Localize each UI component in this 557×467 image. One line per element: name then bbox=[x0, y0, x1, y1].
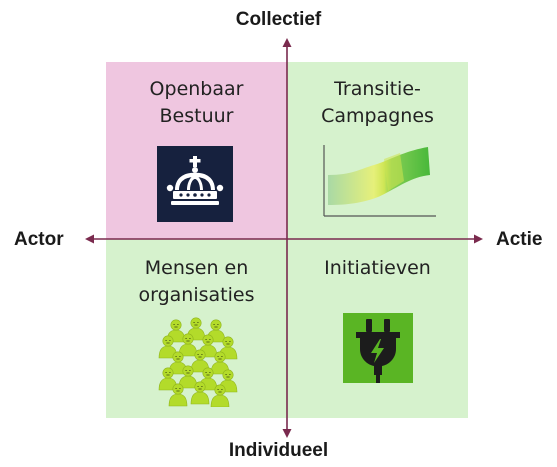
axis-label-actie: Actie bbox=[496, 229, 543, 250]
arrow-right-icon bbox=[474, 234, 483, 244]
axis-label-actor: Actor bbox=[14, 229, 64, 250]
arrow-up-icon bbox=[282, 38, 292, 47]
quadrant-label-openbaar-bestuur: Openbaar Bestuur bbox=[149, 78, 244, 127]
axis-label-individueel: Individueel bbox=[228, 440, 329, 461]
arrow-down-icon bbox=[282, 429, 292, 438]
quadrant-initiatieven: Initiatieven bbox=[287, 239, 468, 418]
quadrant-label-initiatieven: Initiatieven bbox=[324, 257, 431, 279]
s-curve-chart-icon bbox=[312, 145, 440, 223]
crown-icon bbox=[157, 146, 233, 222]
quadrant-label-mensen-en-organisaties: Mensen en organisaties bbox=[138, 257, 255, 306]
axis-label-collectief: Collectief bbox=[235, 9, 322, 30]
quadrant-transitie-campagnes: Transitie- Campagnes bbox=[287, 62, 468, 239]
people-crowd-icon bbox=[156, 311, 242, 408]
power-plug-icon bbox=[343, 313, 413, 383]
quadrant-label-transitie-campagnes: Transitie- Campagnes bbox=[321, 78, 434, 127]
arrow-left-icon bbox=[85, 234, 94, 244]
